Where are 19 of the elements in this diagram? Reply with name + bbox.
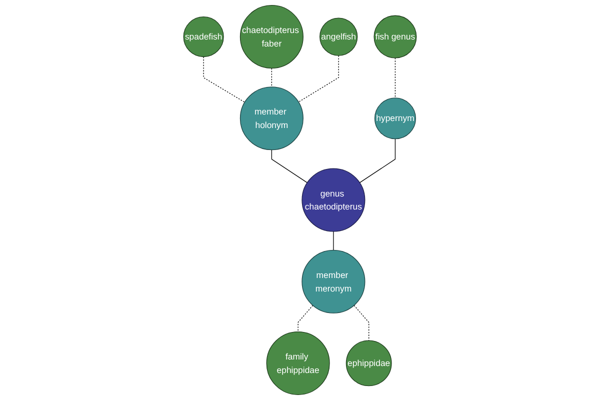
node-circle: ephippidae: [346, 340, 392, 386]
connector: [298, 55, 339, 102]
node-circle: genus chaetodipterus: [302, 168, 366, 232]
connector: [298, 305, 314, 332]
node-circle: member holonym: [240, 86, 304, 150]
node-circle: member meronym: [302, 250, 366, 314]
connector: [271, 68, 272, 88]
connector: [354, 305, 370, 341]
node-circle: family ephippidae: [266, 331, 330, 395]
connector: [394, 58, 396, 98]
node-circle: spadefish: [183, 16, 224, 58]
connector: [333, 231, 334, 250]
connector: [359, 138, 396, 183]
connector: [271, 150, 308, 183]
node-circle: chaetodipterus faber: [240, 5, 304, 69]
node-circle: hypernym: [374, 98, 416, 140]
connector: [203, 56, 246, 103]
node-circle: fish genus: [374, 15, 417, 58]
node-circle: angelfish: [320, 18, 358, 56]
